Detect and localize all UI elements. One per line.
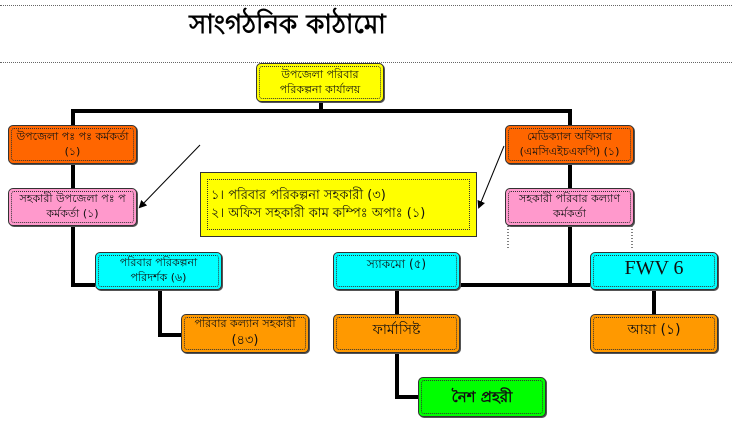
line-left-branch bbox=[71, 111, 95, 287]
node-family-welfare-assistant: পরিবার কল্যান সহকারী (৪৩) bbox=[181, 314, 309, 353]
node-fp-inspector: পরিবার পরিকল্পনা পরিদর্শক (৬) bbox=[95, 252, 222, 290]
node-label: (৪৩) bbox=[231, 333, 259, 349]
node-sacmo: স্যাকমো (৫) bbox=[333, 252, 460, 290]
node-label: পরিবার পরিকল্পনা bbox=[119, 256, 198, 270]
node-asst-family-welfare-officer: সহকারী পরিবার কল্যাণ কর্মকর্তা bbox=[505, 188, 634, 226]
node-upazila-office: উপজেলা পরিবার পরিকল্পনা কার্যালয় bbox=[256, 63, 384, 102]
arrow-left bbox=[138, 144, 201, 209]
arrow-right bbox=[477, 145, 505, 209]
node-fwv: FWV 6 bbox=[590, 252, 718, 290]
node-label: উপজেলা পরিবার bbox=[281, 67, 359, 81]
node-label: পরিদর্শক (৬) bbox=[130, 271, 187, 284]
page-title: সাংগঠনিক কাঠামো bbox=[189, 10, 386, 40]
node-label: নৈশ প্রহরী bbox=[451, 387, 513, 406]
node-medical-officer: মেডিক্যাল অফিসার (এমসিএইচএফপি) (১) bbox=[505, 125, 634, 164]
node-label: FWV 6 bbox=[624, 257, 684, 279]
node-label: ফার্মাসিষ্ট bbox=[372, 322, 421, 338]
divider-header bbox=[0, 62, 732, 63]
node-label: মেডিক্যাল অফিসার bbox=[527, 129, 612, 143]
node-label: পরিকল্পনা কার্যালয় bbox=[279, 82, 361, 96]
line-inspector-welfare bbox=[158, 290, 181, 337]
node-label: পরিবার কল্যান সহকারী bbox=[194, 317, 296, 331]
node-label: কর্মকর্তা (১) bbox=[46, 207, 99, 220]
node-label: (এমসিএইচএফপি) (১) bbox=[519, 144, 620, 158]
line-pharmacist-guard bbox=[395, 353, 418, 399]
node-label: উপজেলা পঃ পঃ কর্মকর্তা (১) bbox=[16, 130, 129, 158]
node-aya: আয়া (১) bbox=[590, 314, 718, 353]
staff-note-line: ২। অফিস সহকারী কাম কম্পিঃ অপাঃ (১) bbox=[211, 205, 426, 221]
staff-note-box: ১। পরিবার পরিকল্পনা সহকারী (৩) ২। অফিস স… bbox=[200, 172, 477, 237]
node-night-guard: নৈশ প্রহরী bbox=[418, 377, 546, 417]
node-label: কর্মকর্তা bbox=[553, 207, 586, 220]
node-asst-upazila-fp-officer: সহকারী উপজেলা পঃ প কর্মকর্তা (১) bbox=[8, 188, 137, 226]
node-label: স্যাকমো (৫) bbox=[366, 257, 427, 271]
staff-note-line: ১। পরিবার পরিকল্পনা সহকারী (৩) bbox=[211, 187, 386, 203]
node-label: সহকারী উপজেলা পঃ প bbox=[19, 192, 126, 206]
node-label: সহকারী পরিবার কল্যাণ bbox=[518, 192, 621, 206]
node-label: আয়া (১) bbox=[627, 322, 681, 338]
divider-top bbox=[0, 5, 732, 6]
node-upazila-fp-officer: উপজেলা পঃ পঃ কর্মকর্তা (১) bbox=[8, 125, 137, 164]
node-pharmacist: ফার্মাসিষ্ট bbox=[333, 314, 460, 353]
